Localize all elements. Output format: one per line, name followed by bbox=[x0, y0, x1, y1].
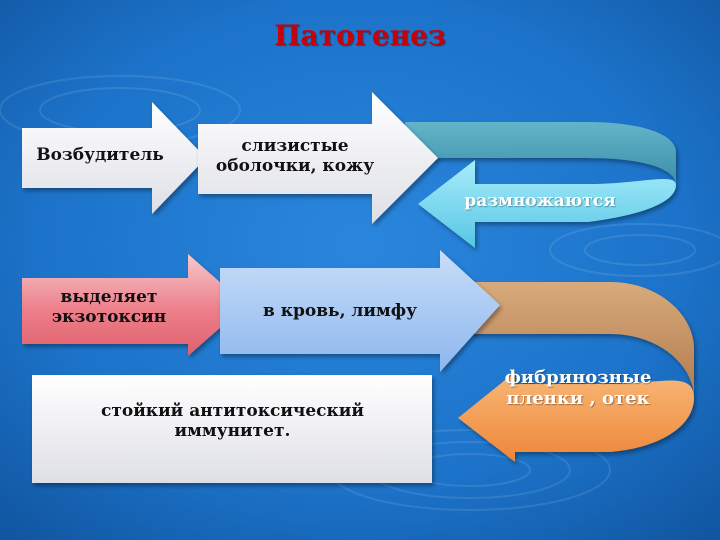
arrow-pathogen bbox=[22, 102, 206, 214]
arrow-blood bbox=[220, 250, 500, 372]
label-multiply: размножаются bbox=[464, 191, 616, 211]
arrow-mucous bbox=[198, 92, 438, 224]
label-blood-lymph: в кровь, лимфу bbox=[263, 301, 417, 321]
curved-arrow-multiply bbox=[405, 122, 676, 248]
label-immunity: стойкий антитоксический иммунитет. bbox=[100, 401, 365, 441]
label-mucous-membranes: слизистые оболочки, кожу bbox=[215, 136, 375, 176]
curved-arrow-fibrin bbox=[458, 282, 694, 462]
curved-arrow-multiply-front bbox=[418, 160, 676, 248]
curved-arrow-multiply-top bbox=[405, 122, 676, 185]
immunity-box bbox=[32, 375, 432, 483]
label-exotoxin: выделяет экзотоксин bbox=[51, 287, 167, 327]
slide-title: Патогенез bbox=[274, 19, 446, 52]
label-fibrin-films: фибринозные пленки , отек bbox=[504, 367, 652, 409]
arrow-exotoxin bbox=[22, 254, 246, 356]
curved-arrow-fibrin-front bbox=[458, 372, 694, 462]
label-pathogen: Возбудитель bbox=[36, 145, 164, 165]
curved-arrow-fibrin-top bbox=[470, 282, 694, 398]
